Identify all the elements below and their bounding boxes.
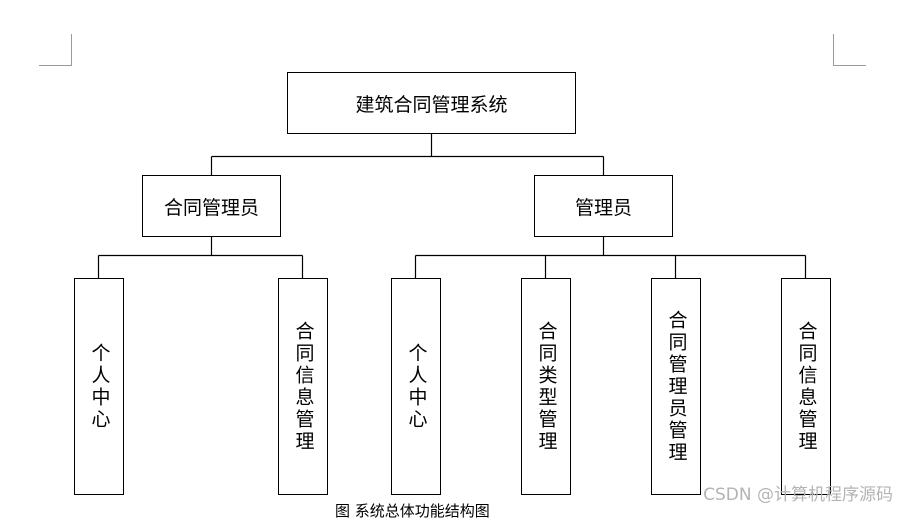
corner-mark-left [39,34,72,66]
node-root: 建筑合同管理系统 [287,72,576,134]
node-role-admin: 管理员 [534,175,673,237]
watermark-text: CSDN @计算机程序源码 [703,485,893,505]
node-role-contract-admin-label: 合同管理员 [163,196,259,219]
node-admin-contract-admin-mgmt: 合同管理员管理 [651,278,701,495]
page-corner-marks [39,34,866,66]
corner-mark-right [833,34,866,66]
node-admin-contract-type: 合同类型管理 [521,278,571,495]
node-label: 个人中心 [88,342,111,431]
node-role-admin-label: 管理员 [574,196,632,219]
node-label: 合同管理员管理 [665,309,688,464]
node-role-contract-admin: 合同管理员 [142,175,281,237]
node-contract-admin-personal-center: 个人中心 [74,278,124,495]
node-admin-contract-info: 合同信息管理 [781,278,831,495]
node-label: 个人中心 [405,342,428,431]
node-label: 合同类型管理 [535,320,558,453]
node-admin-personal-center: 个人中心 [391,278,441,495]
node-label: 合同信息管理 [292,320,315,453]
node-root-label: 建筑合同管理系统 [355,93,508,116]
node-contract-admin-contract-info: 合同信息管理 [278,278,328,495]
node-label: 合同信息管理 [795,320,818,453]
